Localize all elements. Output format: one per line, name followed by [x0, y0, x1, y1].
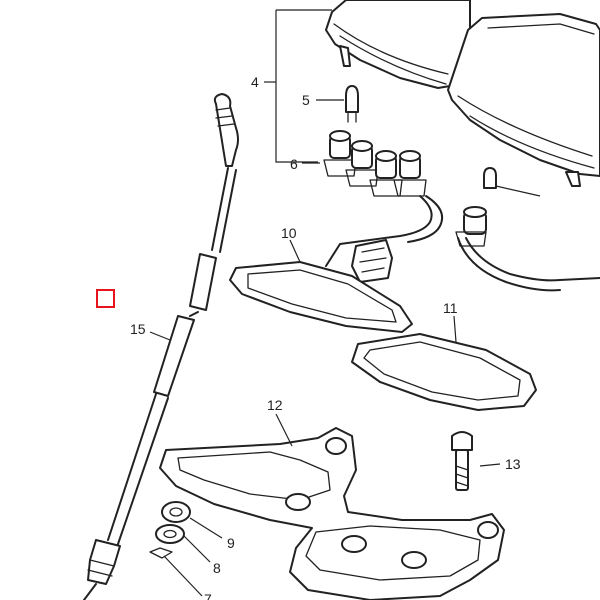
- selection-marker[interactable]: [96, 289, 115, 308]
- wiring-harness: [325, 195, 600, 292]
- callout-7: 7: [204, 591, 212, 600]
- bulb-right: [483, 167, 541, 197]
- washer-7: [149, 547, 173, 559]
- bracket-12: [159, 427, 505, 600]
- callout-4: 4: [251, 74, 259, 90]
- gasket-10: [229, 261, 413, 333]
- callout-13: 13: [505, 456, 521, 472]
- gasket-11: [351, 333, 537, 411]
- bulb-sockets-6: [323, 130, 427, 197]
- meter-housing-left: [325, 0, 471, 89]
- callout-8: 8: [213, 560, 221, 576]
- callout-11: 11: [443, 300, 458, 316]
- speedometer-cable-15: [83, 93, 239, 600]
- meter-housing-right: [447, 13, 600, 187]
- collar-8: [155, 524, 185, 544]
- callout-5: 5: [302, 92, 310, 108]
- bulb-5: [345, 85, 359, 123]
- grommet-9: [161, 501, 191, 523]
- bolt-13: [451, 431, 473, 491]
- callout-15: 15: [130, 321, 146, 337]
- callout-12: 12: [267, 397, 283, 413]
- leader-lines: [149, 9, 501, 597]
- callout-6: 6: [290, 156, 298, 172]
- socket-right: [455, 206, 487, 247]
- callout-10: 10: [281, 225, 297, 241]
- callout-9: 9: [227, 535, 235, 551]
